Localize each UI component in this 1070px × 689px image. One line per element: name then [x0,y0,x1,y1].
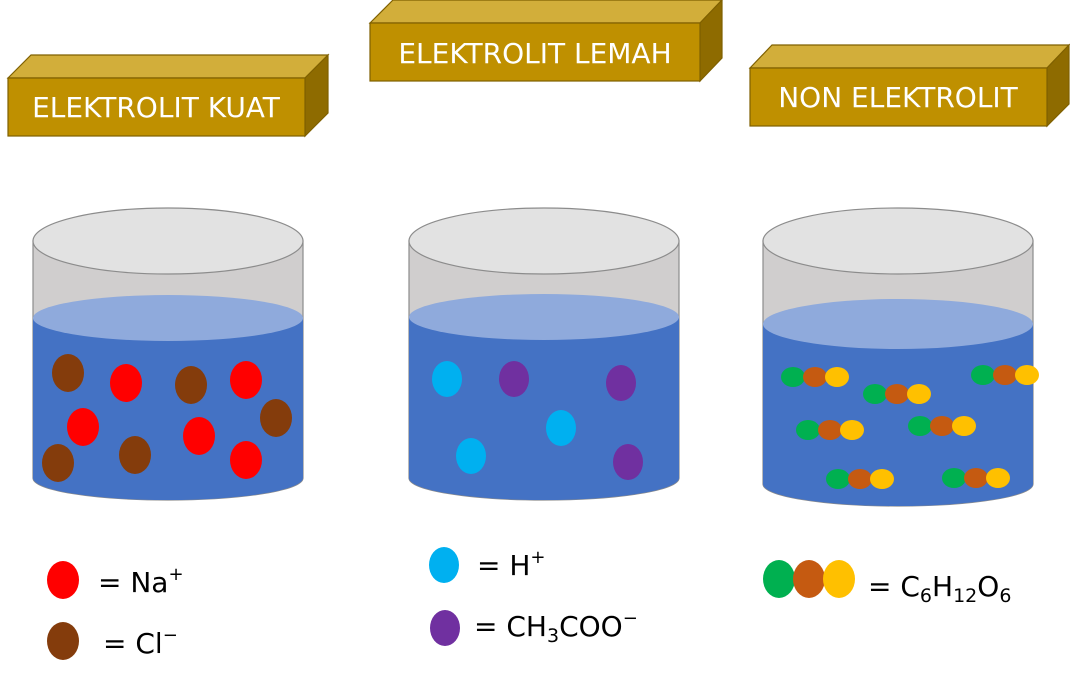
chloride-ion [119,436,151,474]
glucose-molecule [971,365,1039,385]
sodium-ion [110,364,142,402]
molecule-icon [763,560,855,598]
legend-strong: = Na+ = Cl− [47,561,184,660]
acetate-ion [613,444,643,480]
chloride-ion [260,399,292,437]
legend-acetate-text: = CH3COO− [474,608,638,647]
legend-chloride-text: = Cl− [103,625,178,660]
beaker-weak [408,207,680,501]
beaker-rim [408,207,680,275]
glucose-molecule [942,468,1010,488]
hydrogen-ion [546,410,576,446]
beaker-rim [32,207,304,275]
legend-weak: = H+ = CH3COO− [429,547,638,647]
beaker-non [762,207,1039,507]
beaker-strong [32,207,304,501]
glucose-molecule [796,420,864,440]
legend-sodium-text: = Na+ [98,564,184,599]
chloride-ion [52,354,84,392]
label-box-non: NON ELEKTROLIT [748,43,1070,128]
legend-glucose-text: = C6H12O6 [868,570,1011,607]
glucose-molecule [863,384,931,404]
cyan-ion-icon [429,547,459,583]
chloride-ion [175,366,207,404]
glucose-molecule [781,367,849,387]
legend-hydrogen-text: = H+ [477,547,546,582]
label-box-strong: ELEKTROLIT KUAT [6,53,330,138]
purple-ion-icon [430,610,460,646]
red-ion-icon [47,561,79,599]
glucose-molecule [826,469,894,489]
brown-ion-icon [47,622,79,660]
label-box-weak: ELEKTROLIT LEMAH [368,0,723,83]
beaker-rim [762,207,1034,275]
acetate-ion [606,365,636,401]
label-strong-text: ELEKTROLIT KUAT [32,91,281,124]
water-surface [409,294,679,340]
label-weak-text: ELEKTROLIT LEMAH [398,37,671,70]
label-non-text: NON ELEKTROLIT [778,81,1018,114]
hydrogen-ion [432,361,462,397]
legend-non: = C6H12O6 [763,560,1011,607]
chloride-ion [42,444,74,482]
glucose-molecule [908,416,976,436]
sodium-ion [230,441,262,479]
acetate-ion [499,361,529,397]
water-surface [763,299,1033,349]
sodium-ion [230,361,262,399]
hydrogen-ion [456,438,486,474]
sodium-ion [183,417,215,455]
sodium-ion [67,408,99,446]
water-surface [33,295,303,341]
